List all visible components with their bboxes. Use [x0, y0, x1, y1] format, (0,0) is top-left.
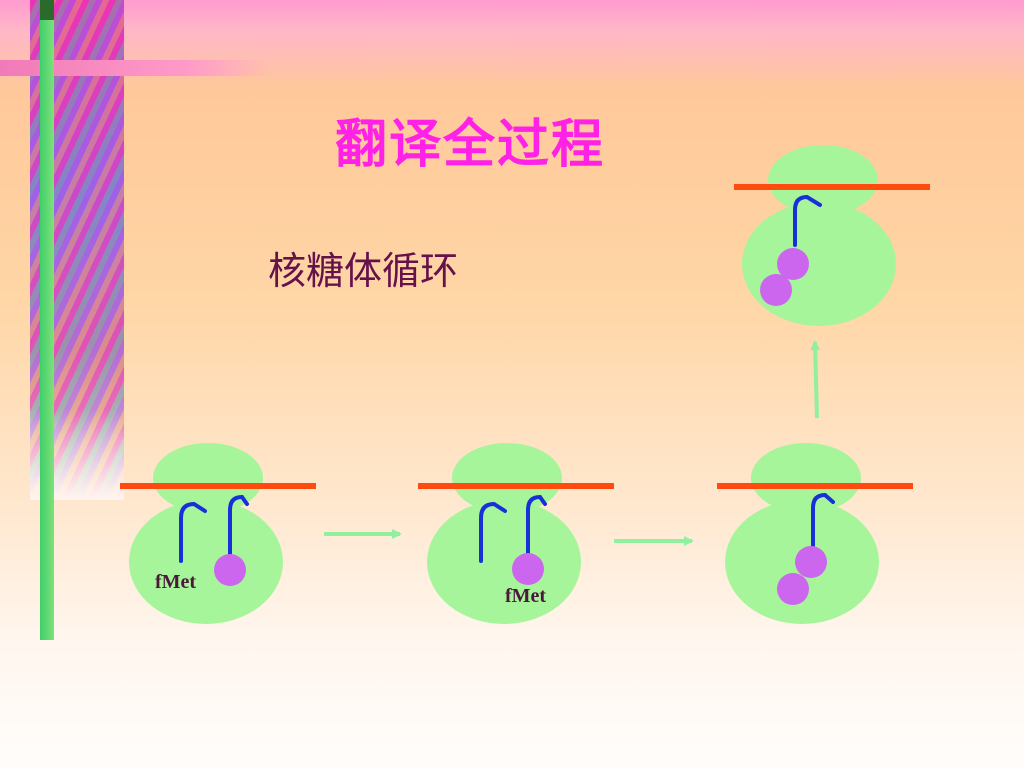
ribosome-large-subunit: [129, 500, 283, 624]
decorative-horizontal-bar: [0, 60, 270, 76]
trna-a-site: [793, 194, 822, 247]
amino-acid-ball: [795, 546, 827, 578]
fmet-label: fMet: [505, 585, 546, 607]
slide-title: 翻译全过程: [334, 115, 605, 175]
amino-acid-ball: [777, 573, 809, 605]
trna-a-site: [228, 494, 249, 557]
amino-acid-ball: [760, 274, 792, 306]
ribosome-small-subunit: [452, 443, 562, 513]
decorative-vertical-bar-cap: [40, 0, 54, 20]
ribosome-large-subunit: [427, 500, 581, 624]
decorative-vertical-bar: [40, 0, 54, 640]
ribosome-stage-4: [734, 145, 930, 326]
amino-acid-ball: [512, 553, 544, 585]
trna-a-site: [811, 492, 835, 550]
ribosome-stage-1: fMet: [120, 443, 316, 624]
amino-acid-ball: [777, 248, 809, 280]
slide-subtitle: 核糖体循环: [268, 249, 459, 293]
fmet-label: fMet: [155, 571, 196, 593]
ribosome-large-subunit: [742, 202, 896, 326]
trna-p-site: [179, 501, 207, 563]
trna-p-site: [479, 501, 507, 563]
ribosome-small-subunit: [768, 145, 878, 215]
ribosome-small-subunit: [153, 443, 263, 513]
arrow-stage3-to-stage4: [810, 340, 821, 419]
ribosome-stage-2: fMet: [418, 443, 614, 624]
amino-acid-ball: [214, 554, 246, 586]
ribosome-small-subunit: [751, 443, 861, 513]
ribosome-stage-3: [717, 443, 913, 624]
trna-a-site: [526, 494, 547, 557]
